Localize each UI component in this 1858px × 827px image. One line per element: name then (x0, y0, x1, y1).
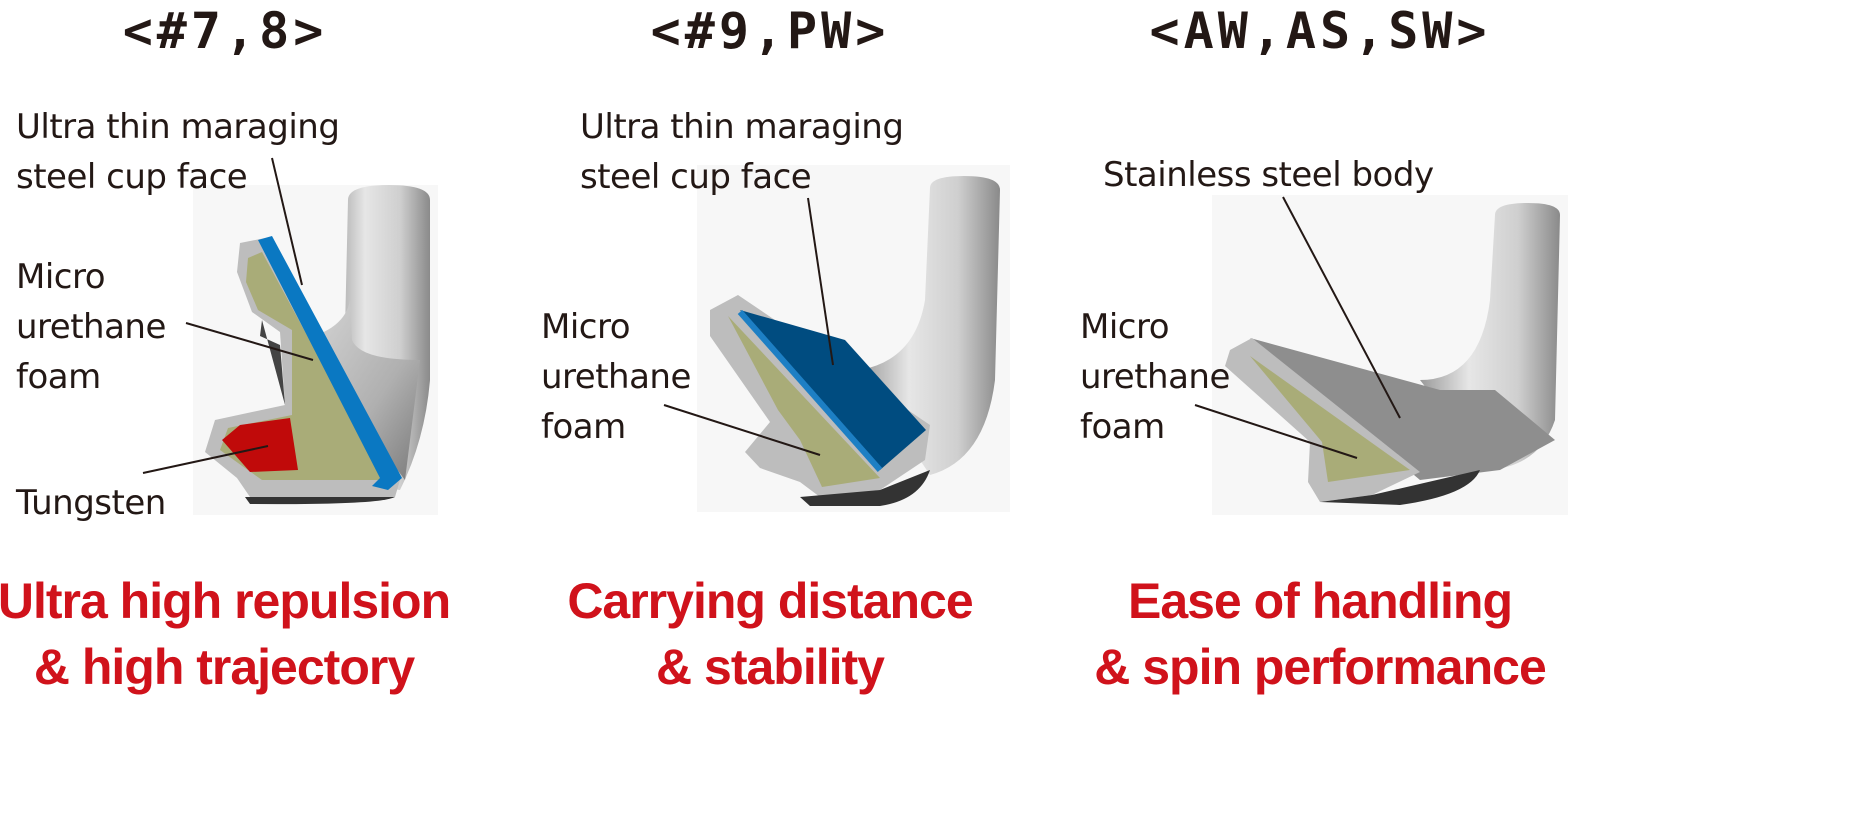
tagline-aw-as-sw: Ease of handling & spin performance (1040, 568, 1600, 700)
label-line: urethane (16, 307, 166, 347)
leader-line (142, 445, 269, 474)
label-line: Micro (16, 257, 106, 297)
label-line: foam (1080, 407, 1165, 447)
tagline-line: Carrying distance (567, 573, 973, 629)
leader-line (185, 322, 314, 361)
label-line: foam (16, 357, 101, 397)
label-foam: Micro urethane foam (1080, 302, 1230, 452)
tagline-line: & spin performance (1094, 639, 1547, 695)
tagline-line: Ultra high repulsion (0, 573, 451, 629)
tagline-line: & stability (656, 639, 885, 695)
leader-line (271, 157, 303, 286)
tagline-line: & high trajectory (33, 639, 415, 695)
leader-line (663, 404, 821, 456)
label-line: Micro (541, 307, 631, 347)
cup-face-region (740, 310, 926, 470)
tagline-line: Ease of handling (1127, 573, 1513, 629)
leader-line (807, 197, 834, 366)
cup-face-region (258, 236, 402, 490)
label-foam: Micro urethane foam (541, 302, 691, 452)
label-line: Ultra thin maraging (16, 107, 340, 147)
label-cup-face: Ultra thin maraging steel cup face (580, 102, 904, 202)
club-9-pw-cross-section (663, 165, 1010, 512)
micro-urethane-foam-region (728, 316, 880, 487)
label-line: urethane (541, 357, 691, 397)
label-line: foam (541, 407, 626, 447)
header-7-8: <#7,8> (122, 2, 328, 60)
label-foam: Micro urethane foam (16, 252, 166, 402)
tagline-9-pw: Carrying distance & stability (490, 568, 1050, 700)
label-stainless-body: Stainless steel body (1103, 155, 1434, 195)
label-line: Micro (1080, 307, 1170, 347)
club-7-8-cross-section (142, 157, 438, 515)
label-line: steel cup face (16, 157, 248, 197)
label-line: steel cup face (580, 157, 812, 197)
header-9-pw: <#9,PW> (650, 2, 890, 60)
micro-urethane-foam-region (1250, 356, 1410, 482)
label-cup-face: Ultra thin maraging steel cup face (16, 102, 340, 202)
tungsten-region (222, 418, 298, 472)
leader-line (1194, 404, 1358, 459)
header-aw-as-sw: <AW,AS,SW> (1149, 2, 1491, 60)
leader-line (1282, 196, 1401, 419)
label-line: urethane (1080, 357, 1230, 397)
label-line: Ultra thin maraging (580, 107, 904, 147)
label-tungsten: Tungsten (16, 483, 166, 523)
club-aw-as-sw-cross-section (1194, 195, 1568, 515)
tagline-7-8: Ultra high repulsion & high trajectory (0, 568, 504, 700)
